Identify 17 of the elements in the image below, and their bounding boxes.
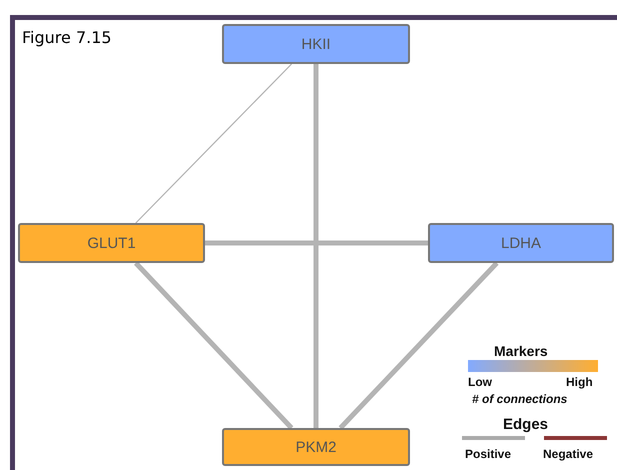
label-text: High: [566, 375, 593, 389]
figure-title: Figure 7.15: [22, 28, 112, 47]
connector-line: [134, 261, 294, 430]
label-text: Edges: [503, 416, 548, 433]
connector-line: [314, 64, 318, 428]
connector-line: [135, 64, 292, 224]
legend-text: Negative: [543, 447, 594, 461]
connector-line: [205, 240, 428, 246]
gene-node: GLUT1: [18, 223, 205, 263]
connector-line: [338, 261, 499, 430]
gene-node: LDHA: [428, 223, 614, 263]
label-text: Markers: [494, 343, 548, 359]
gene-node: HKII: [222, 24, 410, 64]
label-text: Low: [468, 375, 492, 389]
gene-node: PKM2: [222, 428, 410, 466]
label-text: # of connections: [472, 392, 568, 406]
legend-text: Positive: [465, 447, 512, 461]
